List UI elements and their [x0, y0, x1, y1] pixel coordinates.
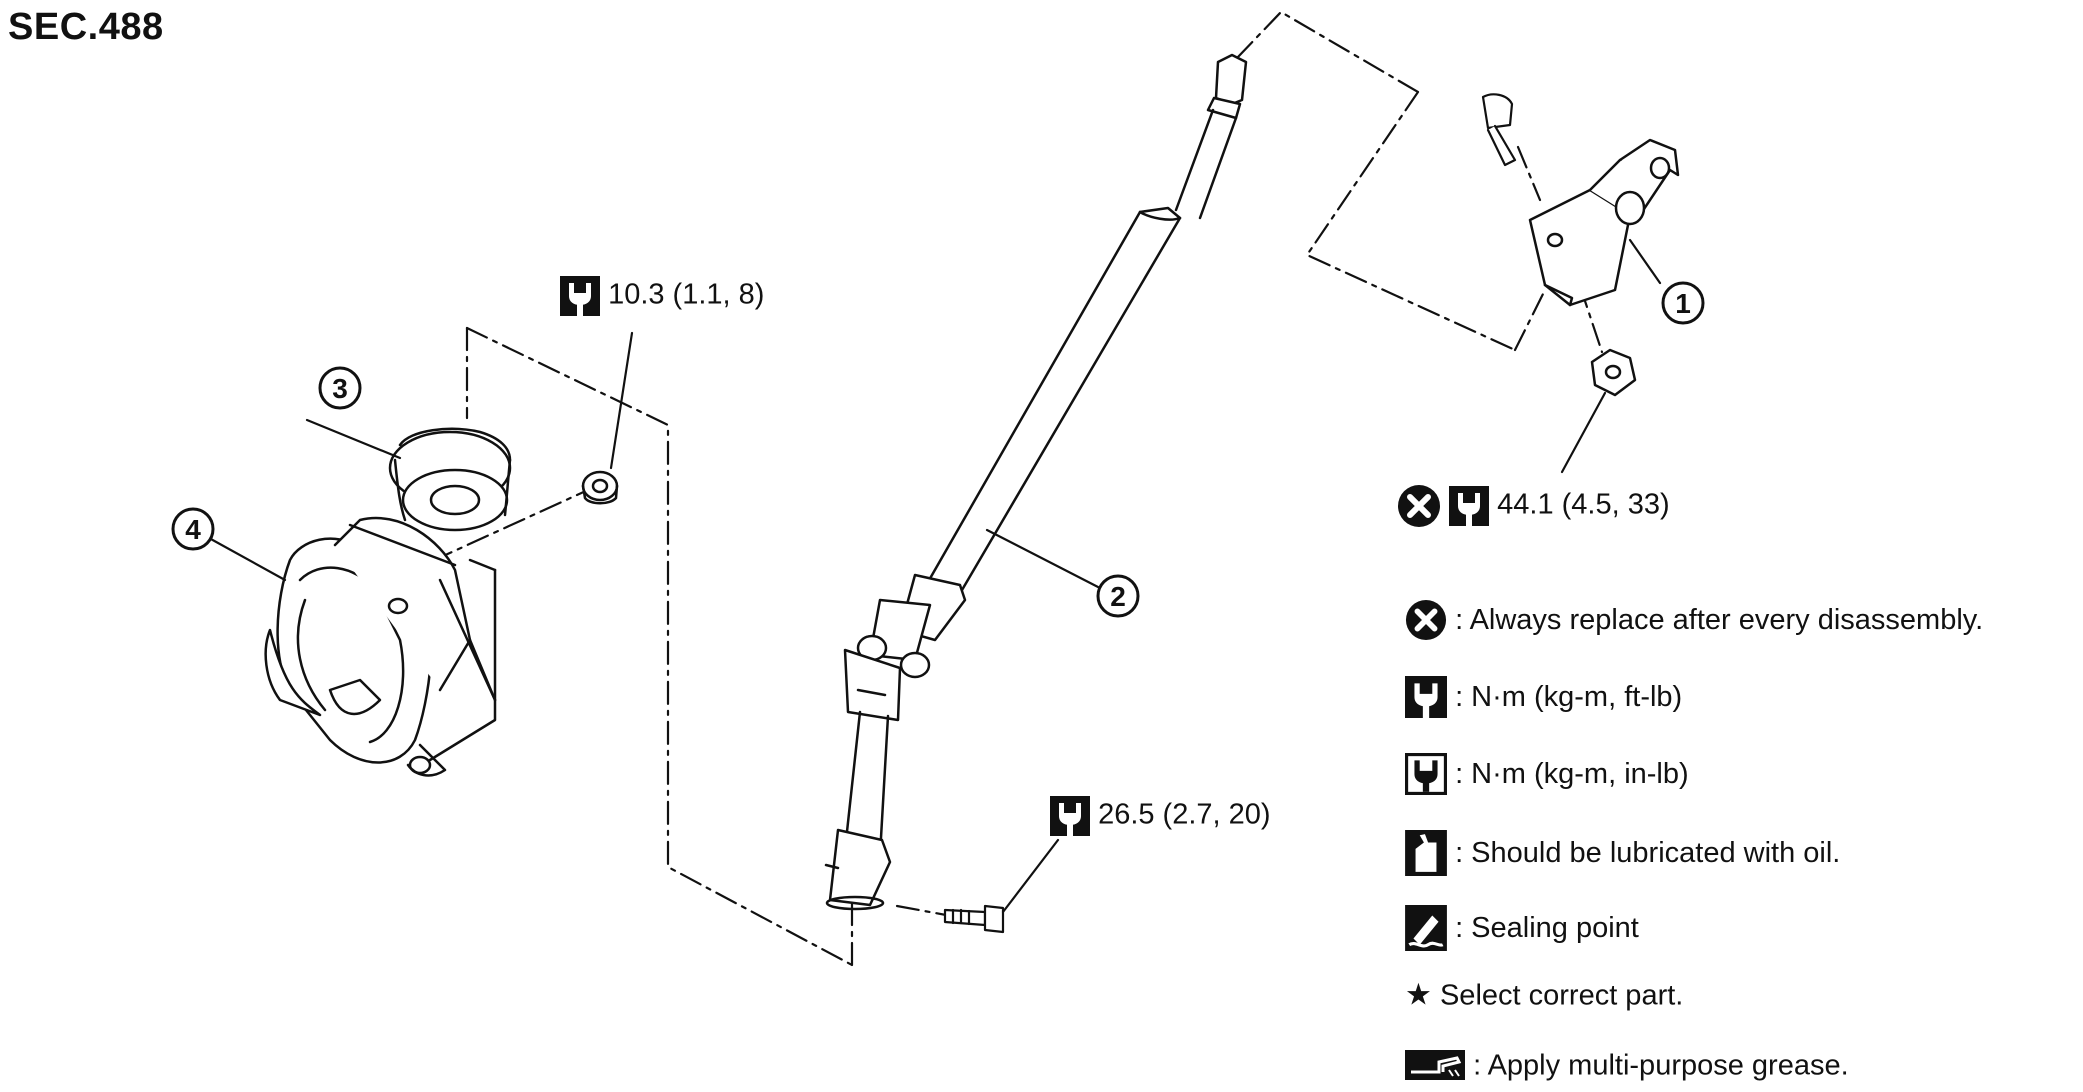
callout-1-number: 1 [1675, 288, 1691, 319]
legend-select: ★ Select correct part. [1405, 976, 1683, 1013]
torque-upper-nut: 10.3 (1.1, 8) [560, 276, 764, 316]
torque-lower-bolt-value: 26.5 (2.7, 20) [1098, 798, 1271, 831]
legend-oil-text: : Should be lubricated with oil. [1455, 837, 1841, 869]
section-code: SEC.488 [8, 6, 164, 48]
callout-1: 1 [1661, 281, 1705, 325]
grease-gun-icon [1405, 1050, 1465, 1081]
legend-torque-in-text: : N·m (kg-m, in-lb) [1455, 758, 1689, 790]
sealing-point-icon [1405, 905, 1447, 951]
torque-wrench-icon [1405, 676, 1447, 718]
callout-2-number: 2 [1110, 581, 1126, 612]
legend-torque-ft-text: : N·m (kg-m, ft-lb) [1455, 681, 1683, 713]
assembly-guide-lines [465, 10, 1604, 967]
torque-wrench-filled-icon [1405, 753, 1447, 795]
torque-upper-nut-value: 10.3 (1.1, 8) [608, 278, 765, 311]
leader-lines [207, 238, 1662, 914]
legend-grease-text: : Apply multi-purpose grease. [1473, 1049, 1849, 1082]
callout-3-number: 3 [332, 373, 348, 404]
legend-replace: : Always replace after every disassembly… [1405, 599, 1983, 641]
hole-cover-seal-part [388, 427, 512, 532]
legend-select-text: Select correct part. [1439, 979, 1684, 1012]
torque-wrench-icon [560, 276, 600, 316]
always-replace-icon [1405, 599, 1447, 641]
legend-torque-in: : N·m (kg-m, in-lb) [1405, 753, 1689, 795]
callout-4-number: 4 [185, 514, 201, 545]
torque-lower-bolt: 26.5 (2.7, 20) [1050, 796, 1271, 836]
legend-seal: : Sealing point [1405, 905, 1639, 951]
yoke-bolt [1481, 93, 1517, 167]
lower-shaft-part [824, 53, 1248, 911]
hole-cover-part [264, 516, 497, 777]
legend-seal-text: : Sealing point [1455, 912, 1639, 944]
yoke-nut [1590, 348, 1637, 397]
coupling-yoke-part [1528, 138, 1680, 307]
upper-nut [581, 470, 619, 505]
legend-grease: : Apply multi-purpose grease. [1405, 1046, 1849, 1083]
torque-wrench-icon [1050, 796, 1090, 836]
nut-alignment-line [393, 488, 590, 580]
callout-3: 3 [318, 366, 362, 410]
torque-yoke-nut: 44.1 (4.5, 33) [1397, 484, 1670, 528]
torque-wrench-icon [1449, 486, 1490, 526]
legend-torque-ft: : N·m (kg-m, ft-lb) [1405, 676, 1682, 718]
always-replace-icon [1398, 485, 1440, 527]
callout-2: 2 [1096, 574, 1140, 618]
star-icon: ★ [1405, 977, 1432, 1013]
callout-4: 4 [171, 507, 215, 551]
legend-replace-text: : Always replace after every disassembly… [1455, 604, 1984, 636]
torque-yoke-nut-value: 44.1 (4.5, 33) [1497, 488, 1670, 521]
legend-oil: : Should be lubricated with oil. [1405, 830, 1840, 876]
oil-can-icon [1405, 830, 1447, 876]
lower-bolt [943, 904, 1005, 934]
